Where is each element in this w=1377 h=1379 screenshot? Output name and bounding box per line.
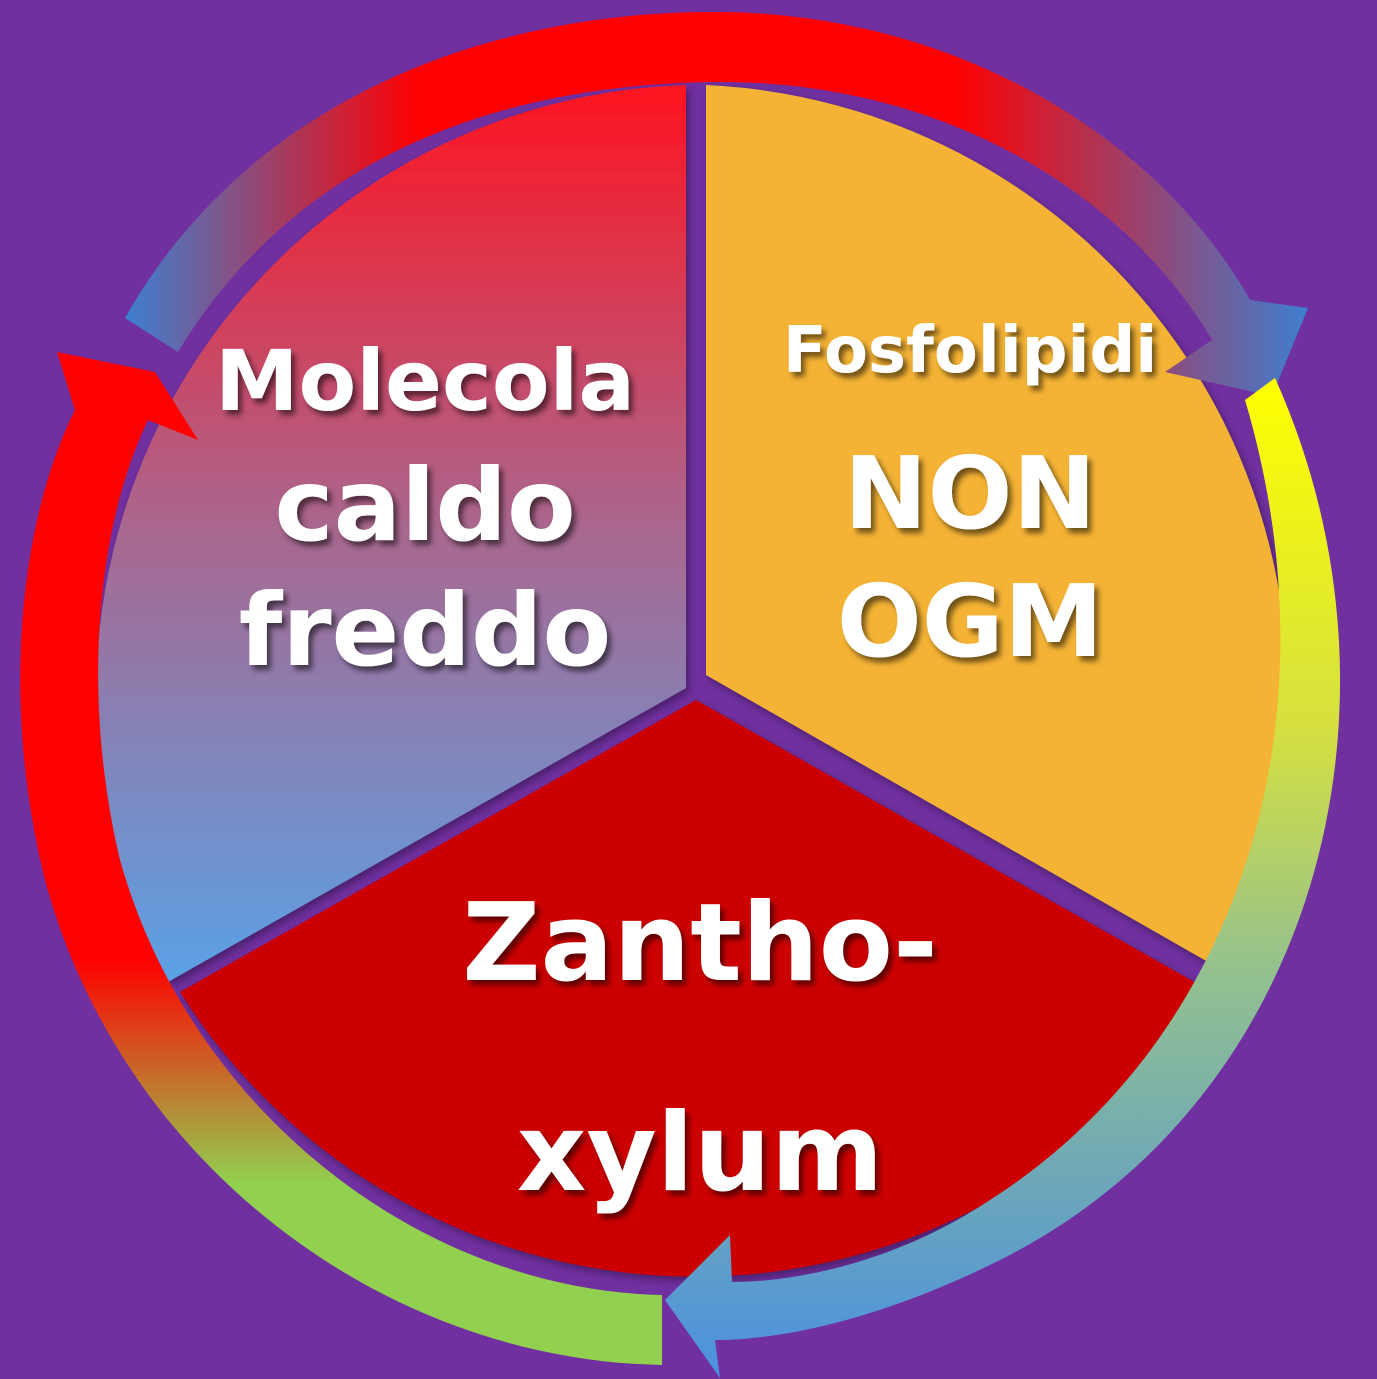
top-arrow: [125, 11, 1308, 396]
segment-right: [706, 85, 1288, 970]
segment-bottom: [180, 700, 1212, 1277]
right-label-line-3: OGM: [837, 563, 1104, 680]
left-label-line-3: freddo: [239, 572, 612, 689]
right-label-line-1: Fosfolipidi: [783, 314, 1157, 388]
segment-group: [96, 85, 1288, 1277]
label-group: Molecola caldo freddo Fosfolipidi NON OG…: [215, 314, 1157, 1216]
bottom-label-line-1: Zantho-: [462, 881, 938, 1006]
left-arrow: [20, 352, 662, 1365]
right-arrow: [665, 378, 1341, 1378]
left-label-line-1: Molecola: [215, 332, 635, 430]
segment-left: [96, 85, 686, 982]
arrow-group: [20, 11, 1341, 1378]
bottom-label-line-2: xylum: [517, 1091, 884, 1216]
left-label-line-2: caldo: [274, 447, 575, 564]
right-label-line-2: NON: [844, 435, 1096, 552]
